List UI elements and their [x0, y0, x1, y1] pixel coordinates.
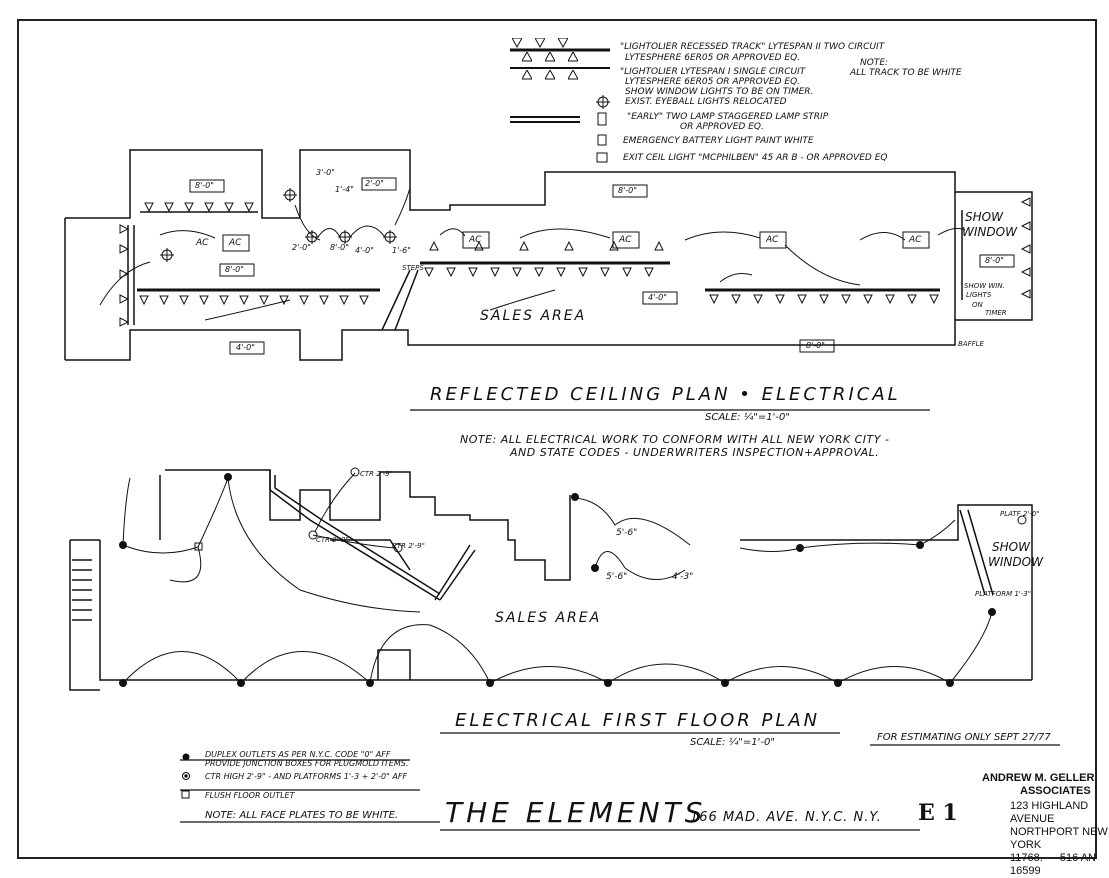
floor-show-window-1: SHOW [992, 540, 1030, 554]
legend-junction: PROVIDE JUNCTION BOXES FOR PLUGMOLD ITEM… [205, 759, 409, 768]
legend-show-window-timer: SHOW WINDOW LIGHTS TO BE ON TIMER. [625, 87, 814, 97]
steps-label: STEPS [402, 264, 424, 272]
dim-11: 4'-0" [648, 293, 667, 302]
dim-3: 4'-0" [355, 246, 374, 255]
baffle-label: BAFFLE [958, 340, 984, 348]
legend-lamp-strip-sub: OR APPROVED EQ. [680, 122, 764, 132]
title-underlines [180, 409, 1060, 831]
ac-label-2: AC [469, 235, 482, 245]
dim-5: 1'-6" [392, 246, 411, 255]
ac-label-1: AC [229, 238, 242, 248]
legend-track-single-circuit: "LIGHTOLIER LYTESPAN I SINGLE CIRCUIT [620, 67, 806, 77]
legend-emergency-light: EMERGENCY BATTERY LIGHT PAINT WHITE [623, 136, 814, 146]
note-track-label: NOTE: [860, 58, 889, 68]
ceiling-show-window-2: WINDOW [962, 225, 1017, 239]
ceiling-plan-note-2: AND STATE CODES - UNDERWRITERS INSPECTIO… [510, 446, 880, 459]
firm-address: 123 HIGHLAND AVENUE NORTHPORT NEW YORK 1… [1010, 800, 1109, 878]
legend-flush-outlet: FLUSH FLOOR OUTLET [205, 791, 295, 800]
floor-dim-1: 5'-6" [606, 572, 628, 582]
ctr-label-2: CTR 2'-9" [316, 536, 349, 544]
dim-14: 8'-0" [985, 256, 1004, 265]
floor-sales-area-label: SALES AREA [495, 610, 602, 626]
platf-label-1: PLATF 2'-0" [1000, 510, 1040, 518]
dim-1: 2'-0" [292, 243, 311, 252]
project-address: 166 MAD. AVE. N.Y.C. N.Y. [690, 810, 882, 825]
legend-track-two-circuit-sub: LYTESPHERE 6ER05 OR APPROVED EQ. [625, 53, 801, 63]
legend-track-two-circuit: "LIGHTOLIER RECESSED TRACK" LYTESPAN II … [620, 42, 885, 52]
ceiling-plan-scale: SCALE: ¼"=1'-0" [705, 412, 790, 423]
firm-address-2: NORTHPORT NEW YORK [1010, 826, 1108, 851]
ac-label-4: AC [766, 235, 779, 245]
legend-exit-light: EXIT CEIL LIGHT "MCPHILBEN" 45 AR B - OR… [623, 153, 888, 163]
ctr-label-1: CTR 2'-9" [360, 470, 393, 478]
show-lights-3: ON [972, 301, 983, 309]
show-lights-4: TIMER [985, 309, 1007, 317]
dim-2: 8'-0" [330, 243, 349, 252]
estimate-note: FOR ESTIMATING ONLY SEPT 27/77 [877, 732, 1051, 743]
legend-bottom-symbols [181, 753, 190, 799]
ceiling-plan-walls [64, 149, 1033, 361]
firm-zip: 11768. [1010, 852, 1043, 864]
project-name: THE ELEMENTS [445, 796, 707, 829]
floor-plan-walls [69, 469, 1033, 691]
sheet-number: E 1 [918, 800, 958, 826]
dim-6: 3'-0" [316, 168, 335, 177]
sheet-border [17, 19, 1097, 859]
firm-zip-phone-row: 11768. 516 AN 16599 [1010, 852, 1109, 878]
ceiling-plan-circuits [99, 187, 966, 321]
dim-13: 8'-0" [806, 341, 825, 350]
ceiling-plan-track [137, 211, 940, 292]
dim-10: 8'-0" [225, 265, 244, 274]
legend-duplex: DUPLEX OUTLETS AS PER N.Y.C. CODE "0" AF… [205, 750, 391, 759]
floor-dim-2: 5'-6" [616, 528, 638, 538]
legend-ctr-high: CTR HIGH 2'-9" - AND PLATFORMS 1'-3 + 2'… [205, 772, 408, 781]
firm-block: ANDREW M. GELLER ASSOCIATES [982, 772, 1094, 798]
note-track-text: ALL TRACK TO BE WHITE [850, 68, 962, 78]
dim-7: 8'-0" [195, 181, 214, 190]
ac-label-3: AC [619, 235, 632, 245]
legend-top-symbols [510, 38, 610, 163]
floor-dim-3: 4'-3" [672, 572, 694, 582]
firm-name: ANDREW M. GELLER [982, 772, 1095, 784]
dim-9: 8'-0" [618, 186, 637, 195]
floor-plan-scale: SCALE: ¼"=1'-0" [690, 737, 775, 748]
floor-plan-outlets [119, 467, 1027, 687]
ac-label-5: AC [909, 235, 922, 245]
ctr-label-3: CTR 2'-9" [392, 542, 425, 550]
show-lights-2: LIGHTS [966, 291, 992, 299]
legend-face-plates: NOTE: ALL FACE PLATES TO BE WHITE. [205, 810, 399, 821]
floor-plan-outlet-arcs [122, 472, 993, 684]
floor-show-window-2: WINDOW [988, 555, 1043, 569]
floor-plan-title: ELECTRICAL FIRST FLOOR PLAN [455, 710, 821, 731]
legend-eyeball: EXIST. EYEBALL LIGHTS RELOCATED [625, 97, 787, 107]
show-lights-1: SHOW WIN. [964, 282, 1005, 290]
ceiling-show-window-1: SHOW [965, 210, 1003, 224]
ceiling-plan-title: REFLECTED CEILING PLAN • ELECTRICAL [430, 384, 901, 405]
ceiling-plan-fixtures [119, 177, 1031, 355]
platf-label-2: PLATFORM 1'-3" [975, 590, 1031, 598]
ac-label-6: AC [196, 238, 209, 248]
firm-sub: ASSOCIATES [1020, 785, 1091, 797]
ceiling-sales-area-label: SALES AREA [480, 308, 587, 324]
legend-track-single-circuit-sub: LYTESPHERE 6ER05 OR APPROVED EQ. [625, 77, 801, 87]
dim-4: 1'-4" [335, 185, 354, 194]
ceiling-plan-note-1: NOTE: ALL ELECTRICAL WORK TO CONFORM WIT… [460, 433, 890, 446]
firm-address-1: 123 HIGHLAND AVENUE [1010, 800, 1089, 825]
legend-lamp-strip: "EARLY" TWO LAMP STAGGERED LAMP STRIP [627, 112, 829, 122]
dim-12: 4'-0" [236, 343, 255, 352]
dim-8: 2'-0" [365, 179, 384, 188]
